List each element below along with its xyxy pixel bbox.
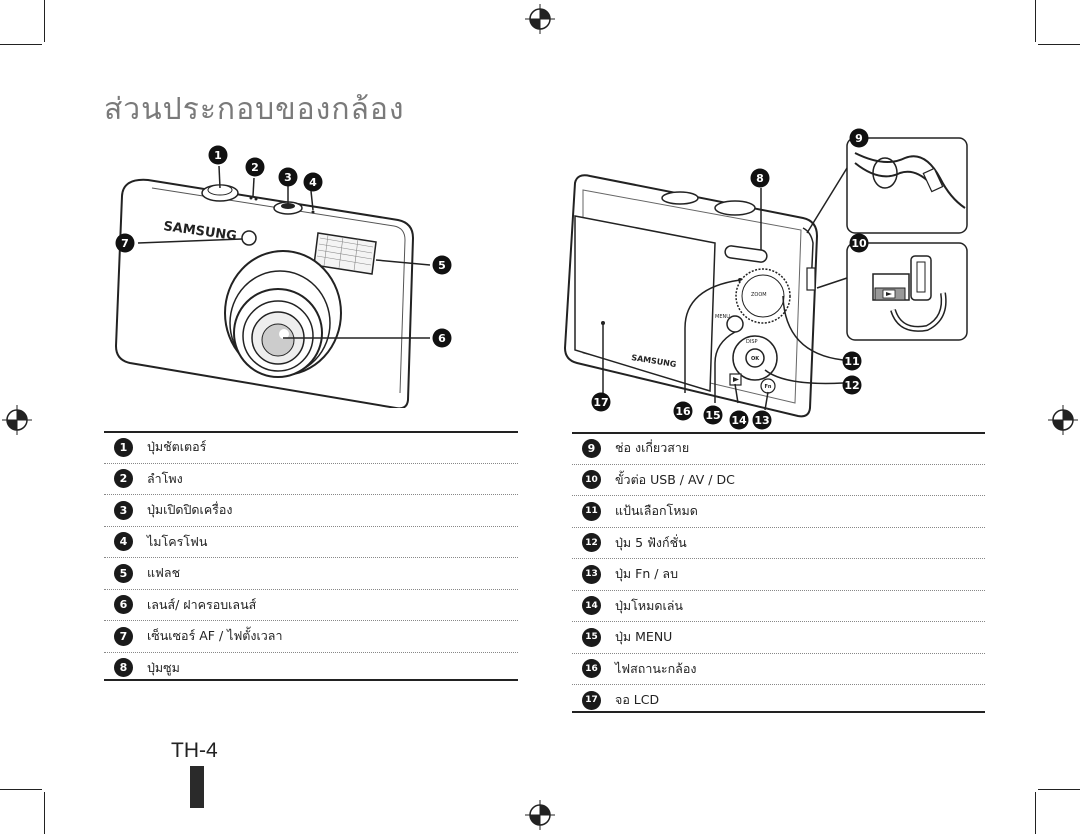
svg-text:2: 2 [251,161,259,174]
svg-text:MENU: MENU [715,314,730,320]
svg-text:16: 16 [675,405,691,418]
svg-text:17: 17 [593,396,608,409]
list-item: 11 แป้นเลือกโหมด [572,496,985,528]
list-item: 4 ไมโครโฟน [104,527,518,558]
item-label: ปุ่ม 5 ฟังก์ชั่น [615,534,687,550]
registration-mark-icon [1048,405,1078,435]
item-label: ปุ่มชัตเตอร์ [147,439,207,455]
item-number: 1 [114,437,133,457]
crop-mark [44,792,45,834]
list-item: 16 ไฟสถานะกล้อง [572,654,985,685]
list-item: 13 ปุ่ม Fn / ลบ [572,559,985,591]
svg-text:6: 6 [438,332,446,345]
section-tab [190,766,204,808]
item-number: 16 [582,659,601,679]
item-label: ปุ่ม MENU [615,629,673,645]
crop-mark [1035,0,1036,42]
item-number: 14 [582,596,601,616]
svg-text:3: 3 [284,171,292,184]
list-item: 17 จอ LCD [572,685,985,716]
crop-mark [1038,789,1080,790]
item-label: เลนส์/ ฝาครอบเลนส์ [147,596,257,612]
item-label: ปุ่มโหมดเล่น [615,597,683,613]
svg-text:ZOOM: ZOOM [751,292,767,298]
item-number: 15 [582,627,601,647]
item-number: 4 [114,532,133,552]
registration-mark-icon [525,4,555,34]
item-label: ปุ่มเปิดปิดเครื่อง [147,502,233,518]
svg-text:7: 7 [121,237,129,250]
item-number: 2 [114,469,133,489]
list-item: 5 แฟลช [104,558,518,590]
list-item: 3 ปุ่มเปิดปิดเครื่อง [104,495,518,527]
crop-mark [1035,792,1036,834]
crop-mark [44,0,45,42]
item-label: ไมโครโฟน [147,533,208,549]
registration-mark-icon [2,405,32,435]
list-item: 6 เลนส์/ ฝาครอบเลนส์ [104,590,518,621]
list-top-rule [104,431,518,433]
item-label: ช่อ งเกี่ยวสาย [615,440,690,456]
svg-text:15: 15 [705,409,720,422]
svg-text:9: 9 [855,132,863,145]
page-title: ส่วนประกอบของกล้อง [104,92,405,127]
svg-text:1: 1 [214,149,222,162]
item-number: 12 [582,533,601,553]
item-number: 3 [114,500,133,520]
crop-mark [0,789,42,790]
list-item: 10 ขั้วต่อ USB / AV / DC [572,465,985,496]
parts-list-left: 1 ปุ่มชัตเตอร์ 2 ลำโพง 3 ปุ่มเปิดปิดเครื่อง… [104,432,518,683]
item-number: 8 [114,658,133,678]
list-item: 1 ปุ่มชัตเตอร์ [104,432,518,464]
list-bottom-rule [572,711,985,713]
registration-mark-icon [525,800,555,830]
item-number: 17 [582,690,601,710]
item-label: แป้นเลือกโหมด [615,503,698,519]
svg-text:10: 10 [851,237,867,250]
svg-text:11: 11 [844,355,859,368]
svg-text:OK: OK [751,356,760,362]
item-label: ลำโพง [147,470,183,486]
list-item: 12 ปุ่ม 5 ฟังก์ชั่น [572,528,985,559]
list-top-rule [572,432,985,434]
item-label: ปุ่มซูม [147,659,180,675]
item-number: 7 [114,626,133,646]
svg-text:12: 12 [844,379,859,392]
list-bottom-rule [104,679,518,681]
list-item: 2 ลำโพง [104,464,518,495]
item-number: 9 [582,438,601,458]
item-number: 6 [114,595,133,615]
item-label: แฟลช [147,565,181,581]
item-number: 5 [114,563,133,583]
item-number: 10 [582,470,601,490]
svg-text:DISP: DISP [746,339,758,345]
callout-badges: 8 9 10 11 12 13 14 15 16 17 [591,128,869,430]
list-item: 8 ปุ่มซูม [104,653,518,684]
item-label: ปุ่ม Fn / ลบ [615,566,679,582]
camera-back-figure: SAMSUNG ZOOM MENU OK DISP Fn [563,128,968,430]
svg-text:8: 8 [756,172,764,185]
item-label: เซ็นเซอร์ AF / ไฟตั้งเวลา [147,628,283,644]
list-item: 15 ปุ่ม MENU [572,622,985,654]
list-item: 9 ช่อ งเกี่ยวสาย [572,433,985,465]
svg-text:14: 14 [731,414,747,427]
list-item: 7 เซ็นเซอร์ AF / ไฟตั้งเวลา [104,621,518,653]
crop-mark [1038,44,1080,45]
svg-text:Fn: Fn [765,384,772,390]
callout-badges: 1 2 3 4 5 6 7 [115,145,452,348]
list-item: 14 ปุ่มโหมดเล่น [572,591,985,622]
item-number: 13 [582,564,601,584]
item-label: จอ LCD [615,692,660,708]
page-number: TH-4 [171,739,218,762]
crop-mark [0,44,42,45]
svg-text:13: 13 [754,414,769,427]
camera-front-figure: SAMSUNG 1 2 3 4 5 6 7 [114,145,452,408]
item-label: ขั้วต่อ USB / AV / DC [615,471,735,487]
svg-text:5: 5 [438,259,446,272]
svg-text:4: 4 [309,176,317,189]
item-label: ไฟสถานะกล้อง [615,660,697,676]
item-number: 11 [582,501,601,521]
